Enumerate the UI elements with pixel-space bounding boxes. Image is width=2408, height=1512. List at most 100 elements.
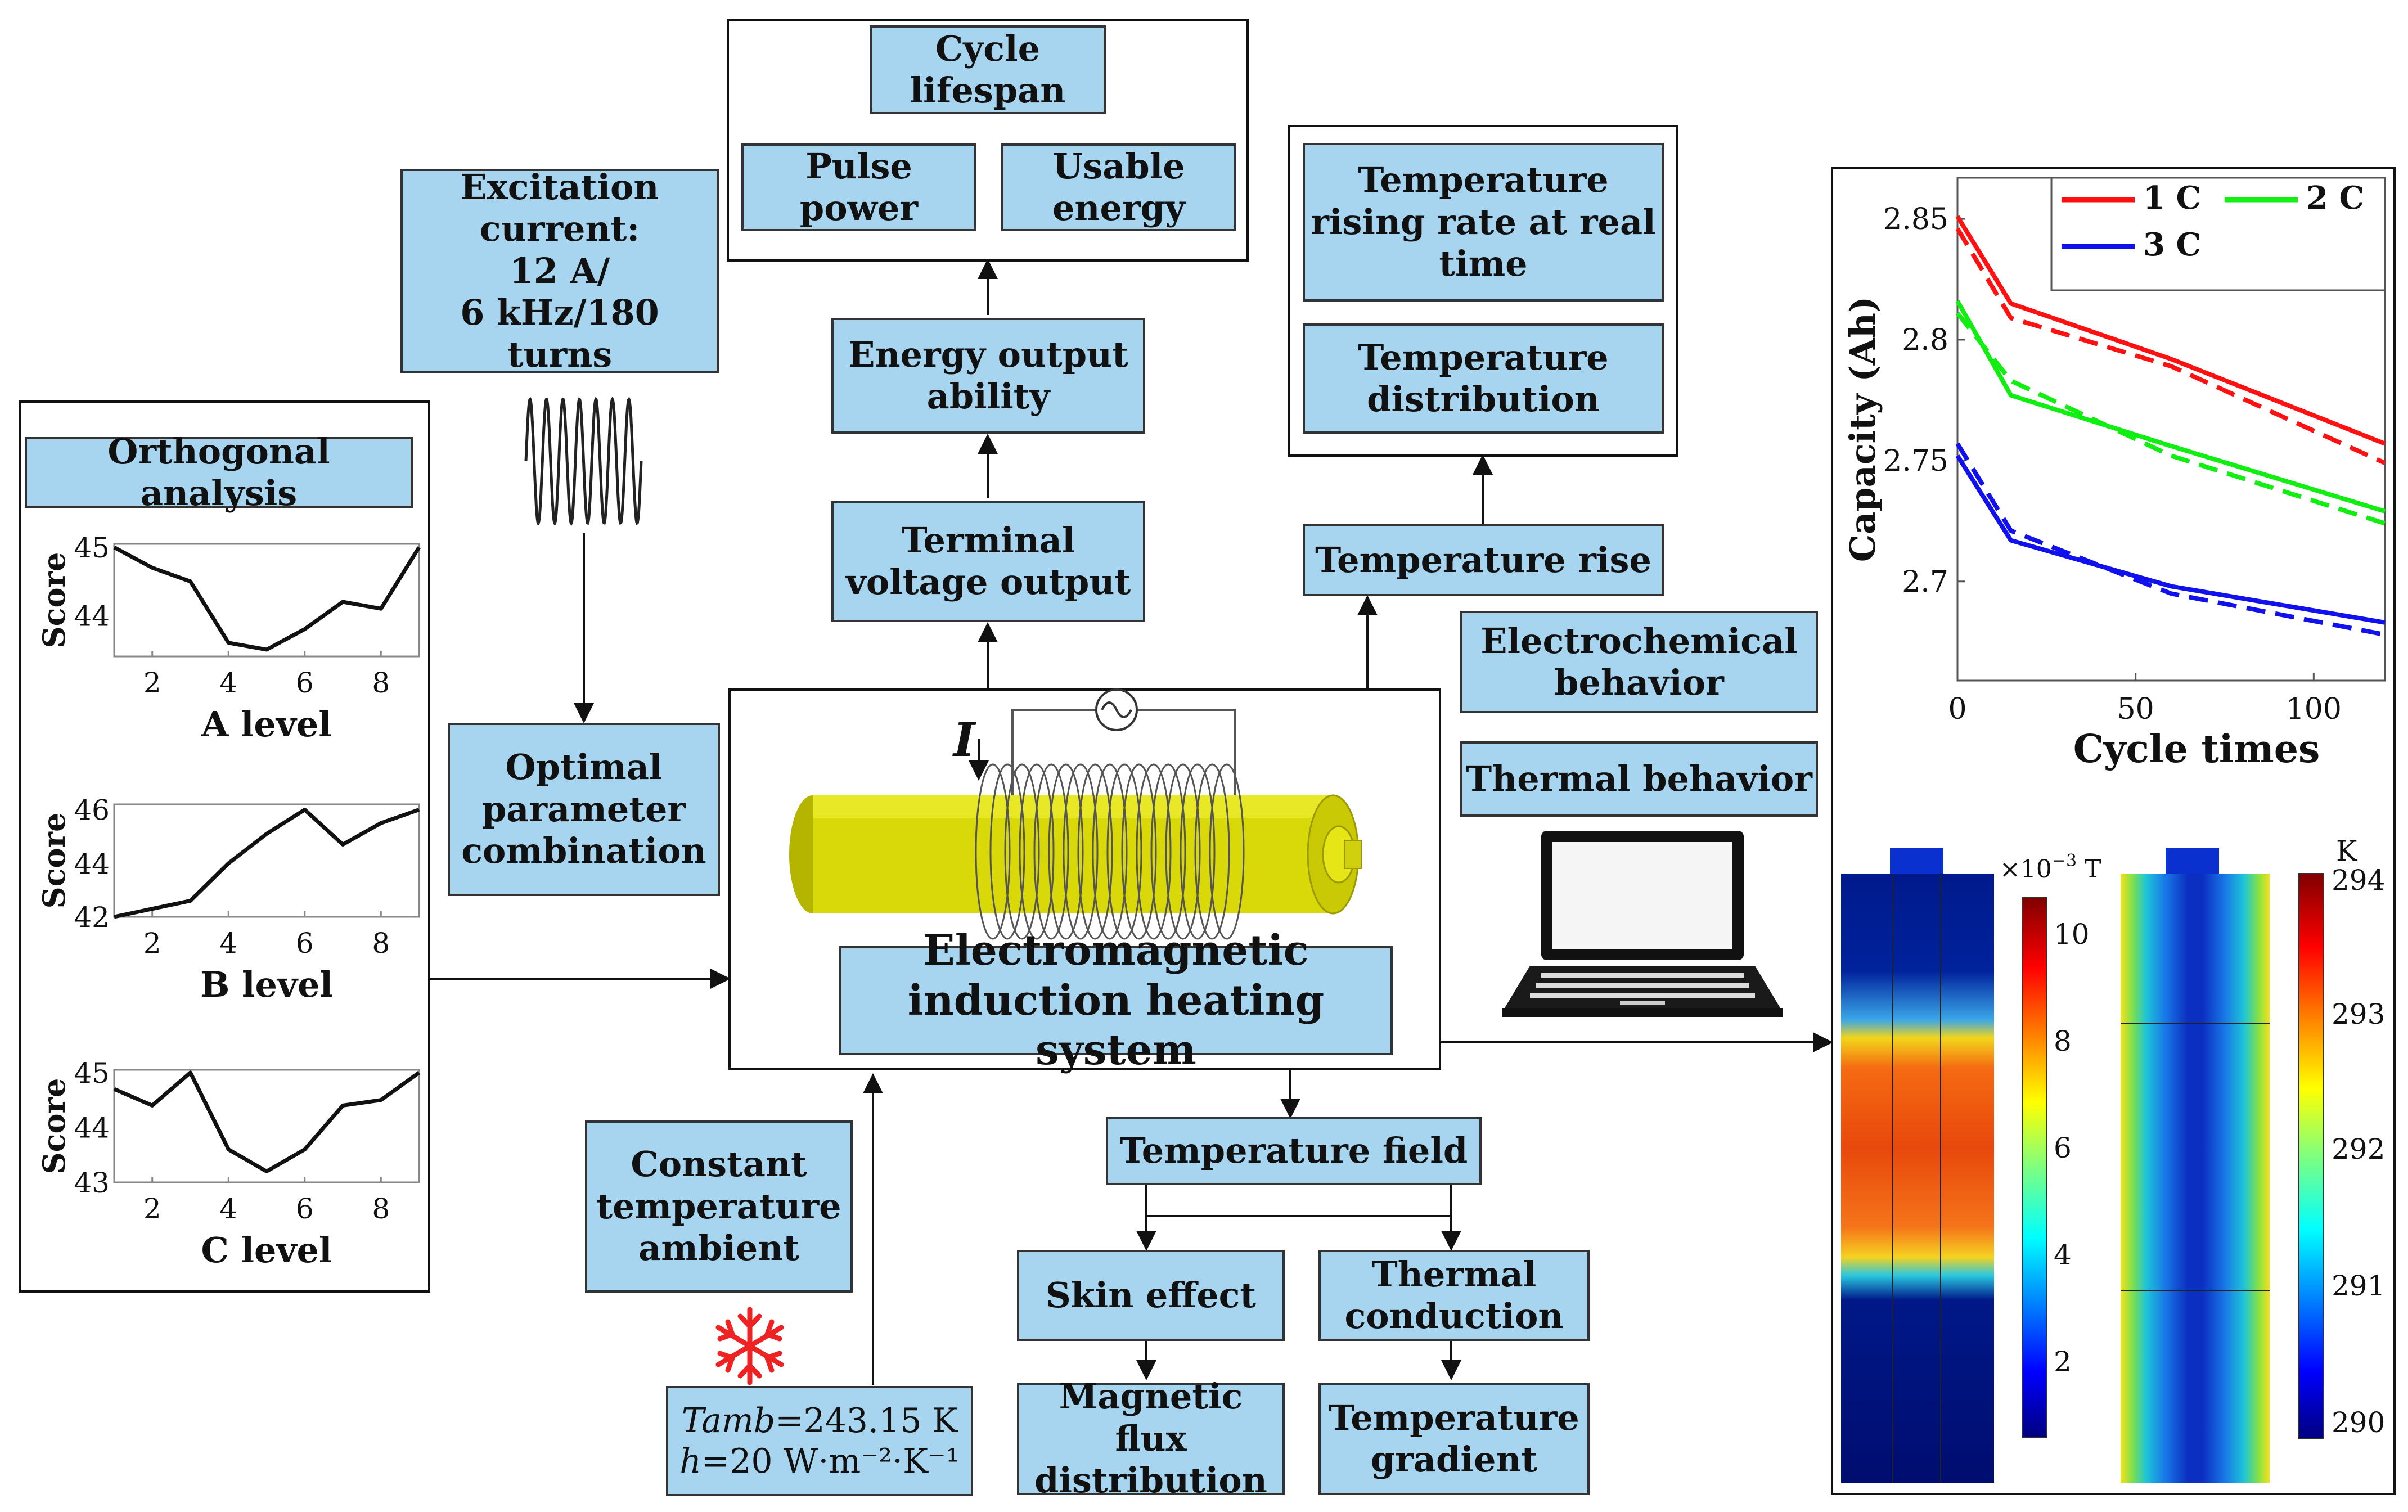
- score-ylabel: Score: [36, 813, 72, 909]
- therm-tick-292: 292: [2332, 1133, 2385, 1166]
- level-xlabel: B level: [200, 964, 333, 1005]
- y-tick-label: 45: [74, 1057, 110, 1090]
- line-tempfield-to-children: [1145, 1184, 1452, 1217]
- capacity-series-line: [1955, 442, 2386, 637]
- svg-text:K: K: [2336, 835, 2358, 867]
- score-plot-area: [113, 543, 420, 658]
- results-frame: [1831, 166, 2396, 1495]
- y-tick-label: 2.8: [1902, 323, 1948, 357]
- x-tick-label: 4: [219, 1192, 237, 1225]
- temp-rising-rate-box: Temperature rising rate at real time: [1303, 143, 1664, 302]
- score-line: [113, 546, 421, 652]
- thermal-conduction-box: Thermal conduction: [1318, 1250, 1590, 1341]
- coil-turn: [1092, 763, 1128, 940]
- x-tick-label: 8: [372, 927, 390, 960]
- score-plot-area: [113, 1069, 420, 1184]
- coil-turn: [1165, 763, 1201, 940]
- coil-turn: [1194, 763, 1230, 940]
- y-tick-label: 44: [74, 1112, 110, 1144]
- temp-distribution-box: Temperature distribution: [1303, 323, 1664, 434]
- mag-tick-8: 8: [2054, 1025, 2072, 1058]
- x-tick-label: 4: [219, 927, 237, 960]
- tamb-line: Tamb=243.15 K: [681, 1401, 958, 1441]
- coil-turn: [1136, 763, 1172, 940]
- temperature-field-box: Temperature field: [1106, 1117, 1482, 1185]
- x-tick-label: 8: [372, 667, 390, 699]
- x-tick-label: 4: [219, 667, 237, 699]
- orthogonal-frame: [19, 400, 430, 1293]
- level-xlabel: C level: [201, 1230, 332, 1271]
- x-tick-label: 6: [296, 927, 314, 960]
- legend-label: 2 C: [2306, 179, 2364, 217]
- mag-tick-4: 4: [2054, 1239, 2072, 1271]
- y-tick-label: 42: [74, 901, 110, 934]
- capacity-ylabel: Capacity (Ah): [1842, 296, 1883, 562]
- therm-tick-291: 291: [2332, 1270, 2385, 1302]
- x-tick-label: 50: [2117, 692, 2154, 726]
- x-tick-label: 6: [296, 1192, 314, 1225]
- y-tick-label: 44: [74, 600, 110, 632]
- y-tick-label: 46: [74, 794, 110, 827]
- y-tick-label: 2.75: [1883, 444, 1948, 478]
- excitation-current-box: Excitation current: 12 A/ 6 kHz/180 turn…: [400, 166, 719, 375]
- em-heating-box: Electromagnetic induction heating system: [839, 926, 1393, 1074]
- coil-turn: [1063, 763, 1099, 940]
- sine-wave-icon: [524, 396, 643, 526]
- capacity-series-line: [1955, 227, 2386, 465]
- laptop-icon: [1502, 831, 1783, 1017]
- x-tick-label: 8: [372, 1192, 390, 1225]
- mag-tick-2: 2: [2054, 1346, 2072, 1378]
- therm-tick-294: 294: [2332, 864, 2385, 897]
- score-line: [113, 1070, 421, 1173]
- energy-output-box: Energy output ability: [831, 318, 1145, 434]
- score-ylabel: Score: [36, 1078, 72, 1174]
- level-xlabel: A level: [201, 704, 332, 745]
- skin-effect-box: Skin effect: [1017, 1250, 1285, 1341]
- cycle-lifespan-box: Cycle lifespan: [870, 25, 1106, 114]
- induction-heater-illustration: I: [789, 688, 1362, 940]
- coil-turn: [1121, 763, 1157, 940]
- temp-gradient-box: Temperature gradient: [1318, 1383, 1590, 1495]
- ac-source-icon: [1095, 688, 1138, 731]
- coil-turn: [1033, 763, 1069, 940]
- thermal-behavior-box: Thermal behavior: [1460, 741, 1818, 817]
- optimal-parameter-box: Optimal parameter combination: [448, 723, 720, 896]
- usable-energy-box: Usable energy: [1001, 143, 1236, 231]
- snowflake-icon: [715, 1307, 784, 1385]
- capacity-series-line: [1955, 215, 2386, 446]
- capacity-xlabel: Cycle times: [2073, 727, 2320, 772]
- score-plot-area: [113, 803, 420, 918]
- magnetic-flux-box: Magnetic flux distribution: [1017, 1376, 1285, 1501]
- electrochemical-box: Electrochemical behavior: [1460, 611, 1818, 713]
- coil-turn: [989, 763, 1025, 940]
- coil-turn: [1019, 763, 1055, 940]
- legend-label: 1 C: [2143, 179, 2201, 217]
- coil-winding: [975, 763, 1245, 940]
- pulse-power-box: Pulse power: [741, 143, 976, 231]
- current-symbol: I: [952, 713, 976, 767]
- x-tick-label: 100: [2286, 692, 2342, 726]
- coil-turn: [1180, 763, 1216, 940]
- y-tick-label: 45: [74, 532, 110, 564]
- field-contour-maps: ×10−3 T 10 8 6 4 2 K 294 293 292 291 290: [1841, 835, 2385, 1483]
- score-line: [114, 808, 420, 919]
- coil-turn: [1077, 763, 1113, 940]
- x-tick-label: 2: [143, 927, 161, 960]
- capacity-series-line: [1955, 312, 2386, 526]
- coil-turn: [1150, 763, 1186, 940]
- battery-cell: [789, 794, 1362, 915]
- orthogonal-analysis-box: Orthogonal analysis: [25, 431, 413, 514]
- coil-turn: [1209, 763, 1245, 940]
- score-ylabel: Score: [36, 552, 72, 649]
- temperature-frame: [1288, 125, 1678, 457]
- svg-text:×10−3 T: ×10−3 T: [2000, 851, 2101, 884]
- terminal-voltage-box: Terminal voltage output: [831, 501, 1145, 622]
- temp-rise-box: Temperature rise: [1303, 524, 1664, 596]
- y-tick-label: 43: [74, 1167, 110, 1199]
- x-tick-label: 2: [143, 1192, 161, 1225]
- h-line: h=20 W·m⁻²·K⁻¹: [679, 1442, 960, 1481]
- x-tick-label: 0: [1948, 692, 1966, 726]
- outputs-frame: [727, 19, 1249, 262]
- mag-tick-6: 6: [2054, 1132, 2072, 1164]
